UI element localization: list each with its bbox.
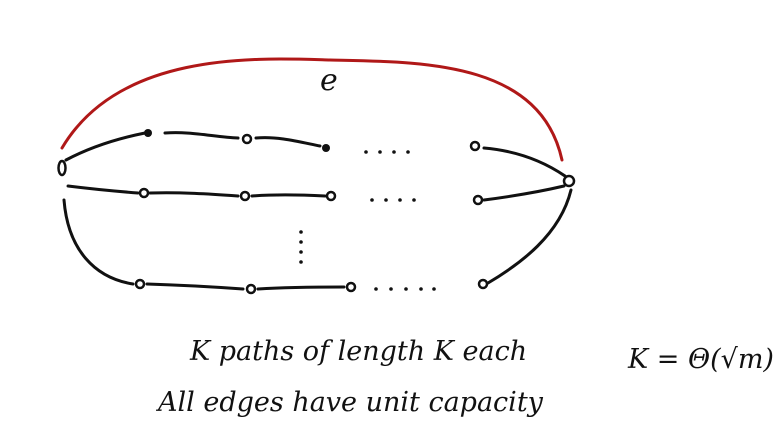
caption-line-1: K paths of length K each bbox=[189, 336, 527, 367]
sink-node bbox=[562, 174, 576, 188]
vertical-ellipsis bbox=[299, 230, 303, 264]
source-node bbox=[57, 159, 67, 177]
path-2-ellipsis bbox=[370, 198, 416, 202]
path-k bbox=[62, 188, 573, 295]
path-1-ellipsis bbox=[364, 150, 410, 154]
path-2 bbox=[66, 184, 566, 206]
path-k-ellipsis bbox=[374, 287, 436, 291]
formula: K = Θ(√m) bbox=[627, 344, 774, 375]
edge-e-label: e bbox=[320, 63, 338, 98]
edge-e bbox=[60, 57, 564, 162]
path-1 bbox=[64, 129, 567, 178]
caption-line-2: All edges have unit capacity bbox=[155, 387, 544, 418]
